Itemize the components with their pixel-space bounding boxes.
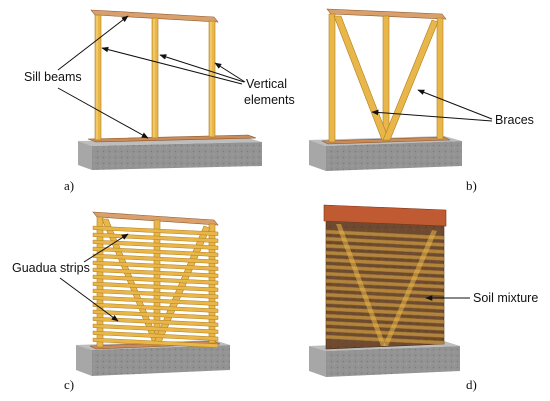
brace-left — [333, 15, 390, 141]
guadua-strip — [92, 295, 219, 306]
guadua-strip — [325, 236, 445, 247]
vertical-element-middle — [151, 17, 159, 139]
guadua-strip — [92, 260, 219, 271]
foundation-front — [309, 346, 326, 377]
label-braces: Braces — [495, 113, 534, 127]
vertical-element-left — [94, 14, 102, 141]
guadua-strip — [92, 246, 219, 257]
guadua-strip — [92, 337, 219, 348]
vertical-element-left — [328, 13, 336, 143]
guadua-strip — [325, 257, 445, 268]
guadua-strip — [92, 239, 219, 250]
guadua-strip — [92, 323, 219, 334]
guadua-strip — [92, 274, 219, 285]
leader-brace-1 — [417, 89, 493, 120]
foundation-front — [76, 345, 92, 376]
top-sill-beam — [326, 8, 447, 20]
leader-brace-2 — [371, 109, 493, 122]
guadua-strip — [325, 229, 445, 240]
guadua-strip — [92, 281, 219, 292]
leader-vertical-1 — [101, 46, 243, 85]
guadua-strip — [92, 302, 219, 313]
guadua-strips — [92, 225, 219, 348]
guadua-strip — [325, 306, 445, 317]
guadua-strip — [325, 334, 445, 345]
guadua-strip — [92, 309, 219, 320]
foundation-face — [92, 345, 230, 376]
guadua-strip — [92, 288, 219, 299]
guadua-strip — [325, 313, 445, 324]
top-sill-beam — [92, 211, 219, 226]
foundation-front — [309, 140, 326, 171]
foundation-face — [326, 141, 462, 171]
vertical-element-middle — [382, 15, 390, 142]
panel-label-b: b) — [466, 178, 477, 193]
foundation-front — [78, 141, 92, 170]
guadua-strip — [92, 316, 219, 327]
panel-label-a: a) — [64, 178, 74, 193]
panel-c: Guadua strips c) — [12, 211, 230, 392]
label-vertical-line1: Vertical — [246, 77, 287, 91]
leader-sill-bottom — [57, 87, 149, 139]
panel-b: Braces b) — [309, 8, 534, 193]
guadua-strip — [92, 225, 219, 236]
label-soil-mixture: Soil mixture — [473, 291, 538, 305]
guadua-strip — [325, 285, 445, 296]
foundation-face — [92, 142, 262, 170]
leader-vertical-2 — [159, 54, 245, 83]
foundation-top — [78, 138, 262, 146]
leader-vertical-3 — [214, 62, 246, 83]
panel-label-d: d) — [466, 377, 477, 392]
guadua-strip — [325, 327, 445, 338]
brace-right — [382, 19, 439, 141]
guadua-strip — [92, 330, 219, 341]
guadua-strip — [325, 250, 445, 261]
guadua-strip — [325, 320, 445, 331]
guadua-strip — [92, 267, 219, 278]
top-sill-beam — [90, 9, 219, 23]
label-vertical-line2: elements — [244, 93, 295, 107]
vertical-element-right — [436, 17, 444, 140]
guadua-strip — [325, 278, 445, 289]
leader-strips-2 — [59, 277, 119, 322]
vertical-element-right — [208, 20, 216, 138]
foundation-face — [326, 346, 460, 377]
label-guadua-strips: Guadua strips — [12, 261, 90, 275]
guadua-strip — [325, 243, 445, 254]
wall-cap — [323, 204, 447, 227]
brace-left — [336, 224, 386, 346]
leader-strips-1 — [83, 233, 129, 263]
label-sill-beams: Sill beams — [24, 70, 82, 84]
leader-sill-top — [57, 15, 129, 71]
brace-right — [383, 230, 437, 346]
panel-a: Sill beams Vertical elements a) — [24, 9, 295, 193]
panel-label-c: c) — [64, 377, 74, 392]
panel-d: Soil mixture d) — [309, 204, 538, 392]
